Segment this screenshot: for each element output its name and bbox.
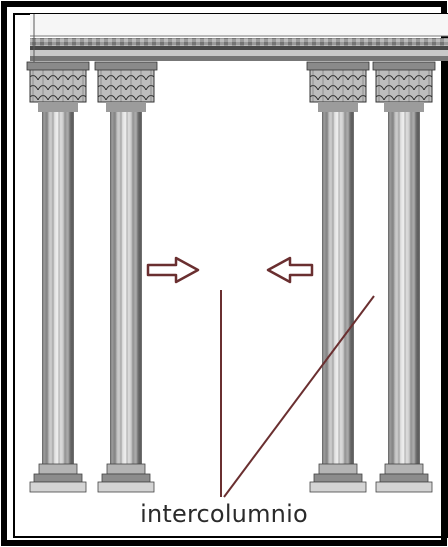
entablature [30, 14, 448, 62]
figure-label: intercolumnio [0, 500, 448, 528]
